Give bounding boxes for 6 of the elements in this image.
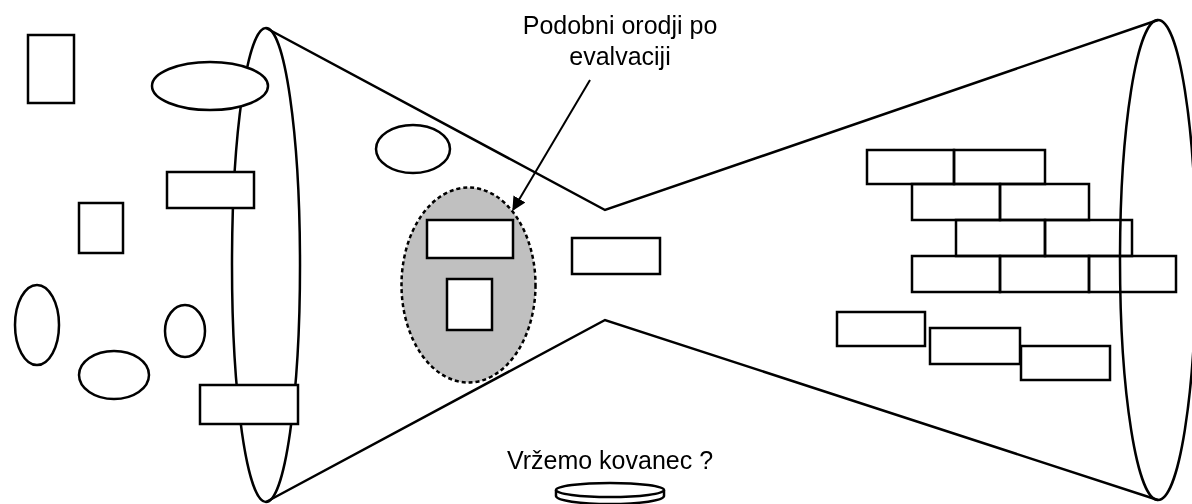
arrow	[512, 79, 591, 211]
rectangle	[425, 218, 515, 260]
callout-text: Podobni orodji po evalvaciji	[495, 10, 745, 72]
note-text: Vržemo kovanec ?	[505, 445, 715, 475]
dashed-ellipse	[400, 186, 537, 384]
rectangle	[445, 277, 494, 332]
